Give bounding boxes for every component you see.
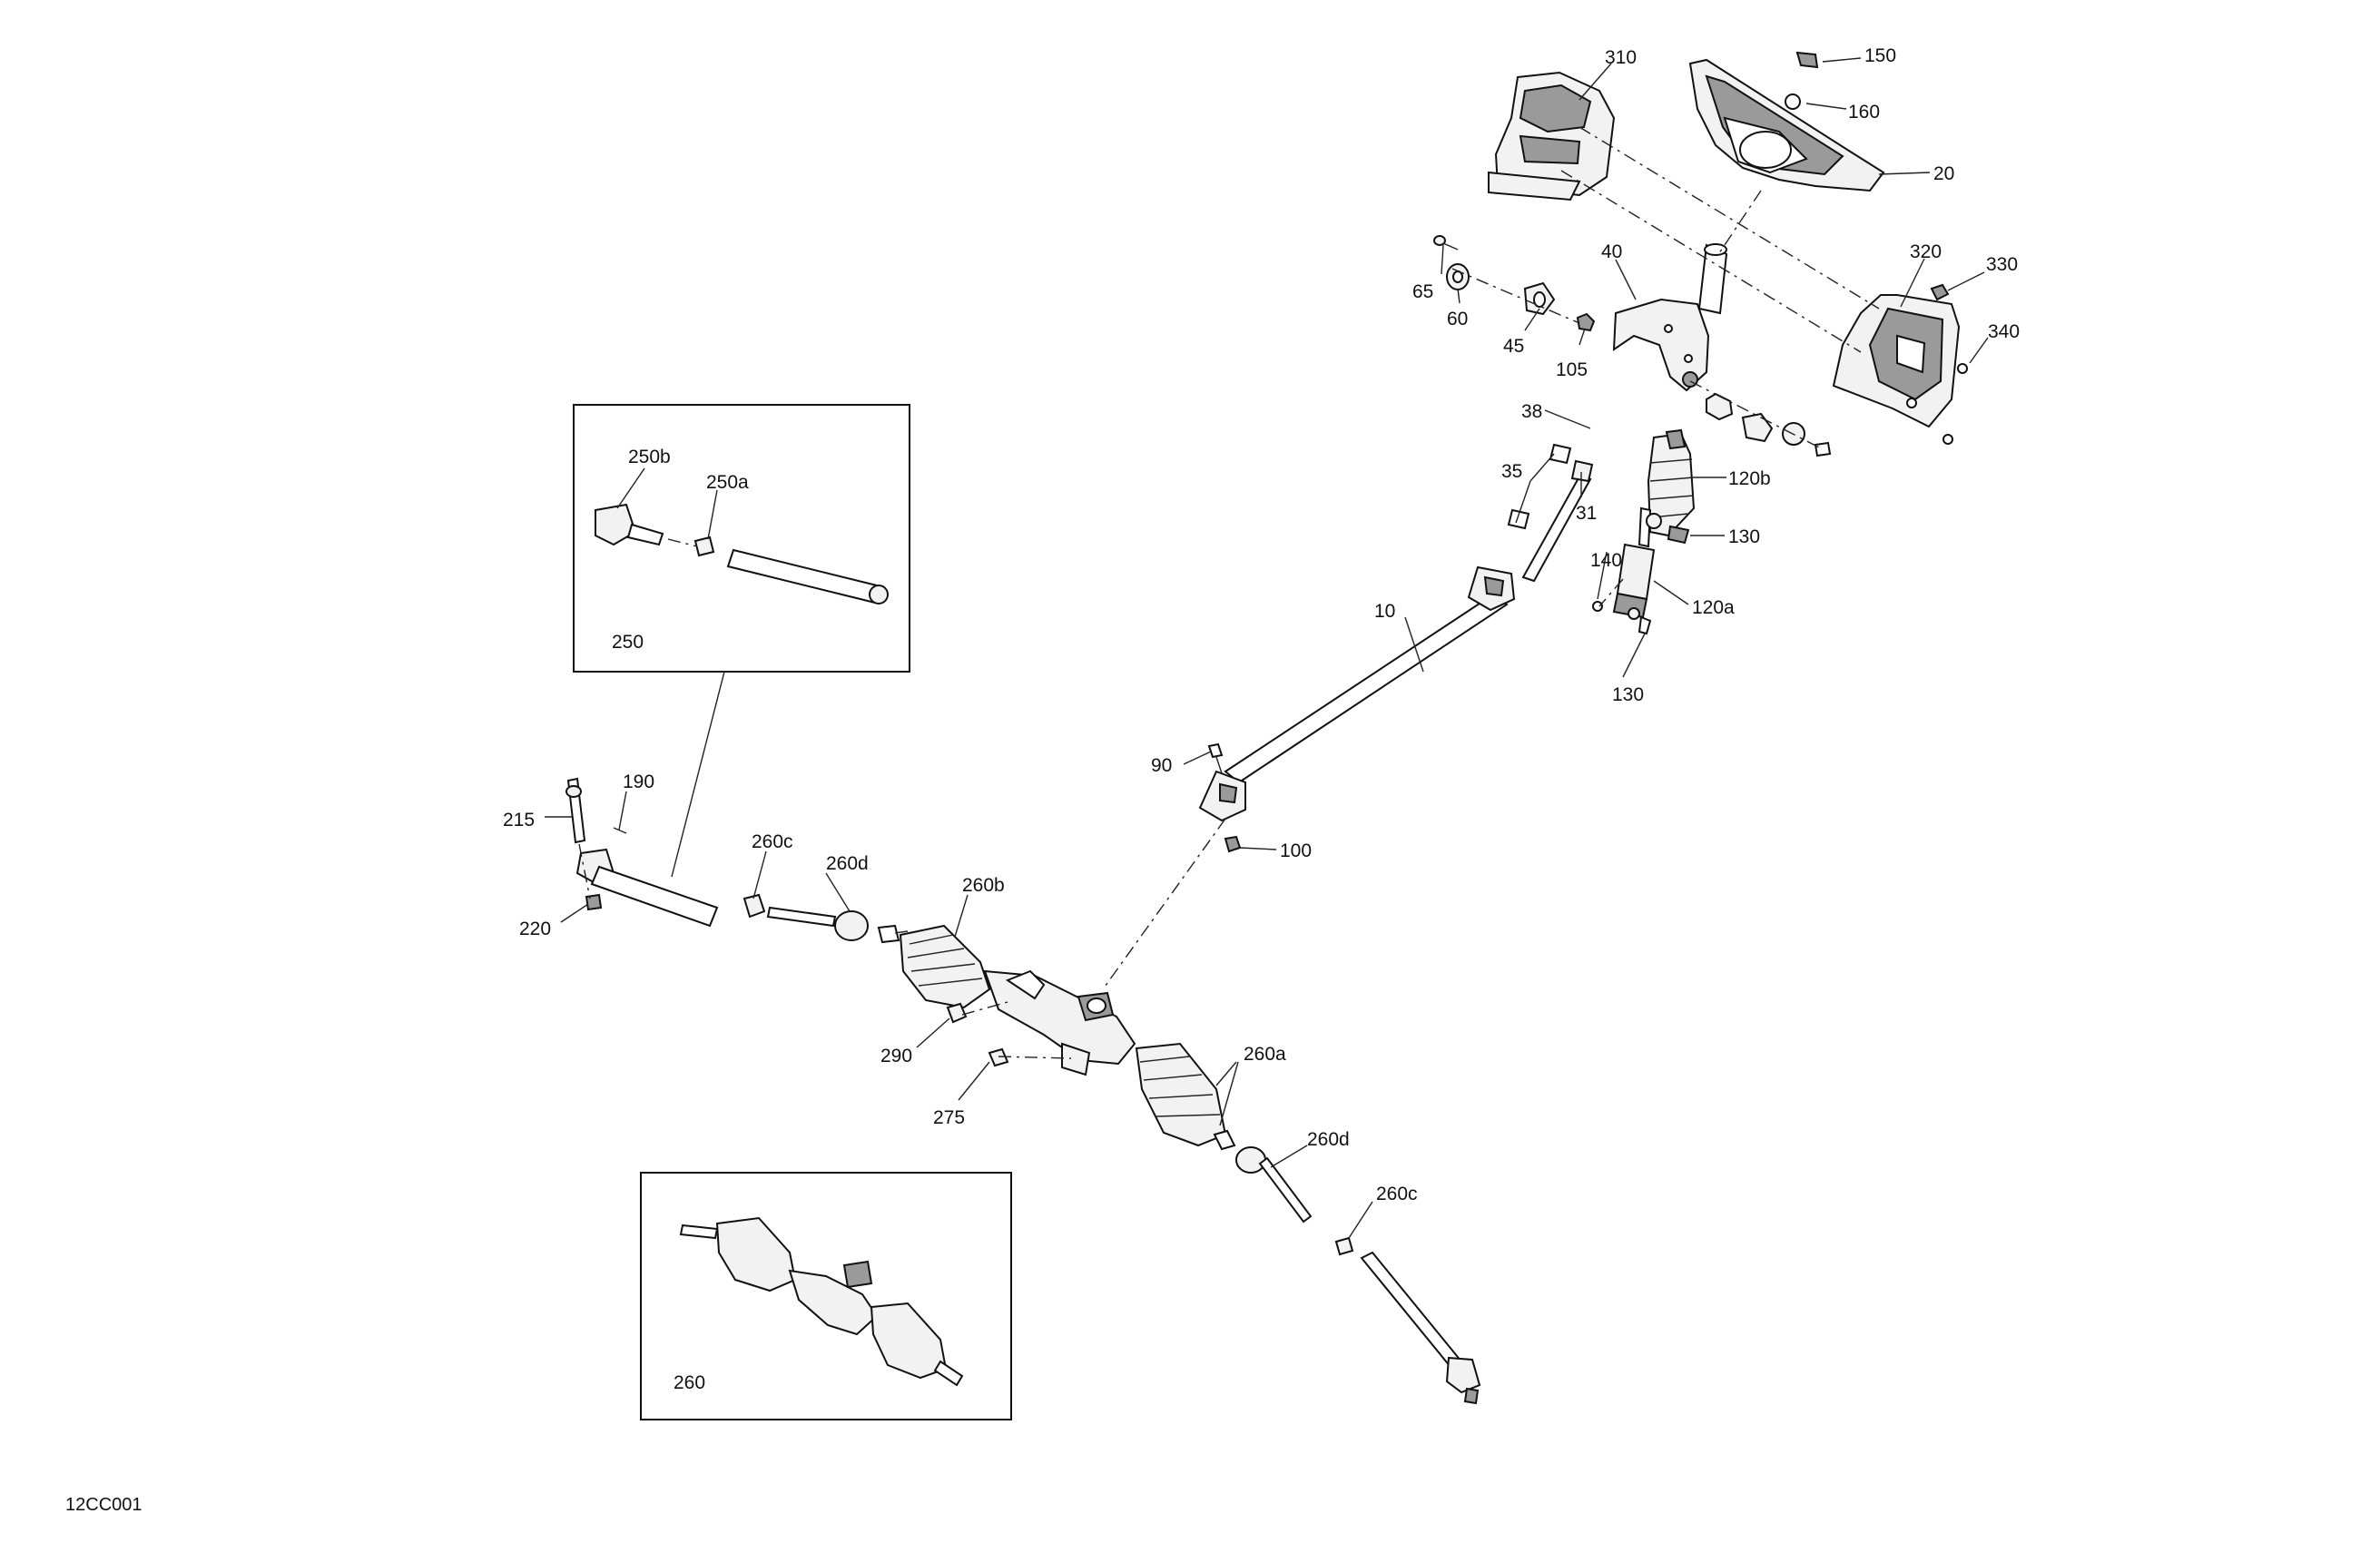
callout-190: 190	[623, 772, 654, 792]
drawing-reference: 12CC001	[65, 1495, 143, 1515]
callout-290: 290	[880, 1046, 912, 1066]
clip-130-lower	[1637, 615, 1652, 635]
column-bracket-40	[1612, 243, 1728, 392]
callout-260d-left: 260d	[826, 853, 869, 874]
callout-260c-right: 260c	[1376, 1184, 1418, 1204]
clip-330	[1930, 283, 1950, 301]
spacer-45	[1523, 281, 1556, 316]
bushings-35	[1507, 443, 1572, 530]
callout-100: 100	[1280, 840, 1312, 861]
left-tie-rod-end	[565, 777, 719, 928]
leader-lines	[545, 57, 1989, 1239]
right-bracket-hardware	[1682, 371, 1832, 457]
inset-box-250	[573, 404, 910, 673]
callout-260d-right: 260d	[1307, 1129, 1350, 1150]
nut-100	[1224, 835, 1242, 853]
upper-shaft-31	[1521, 459, 1594, 583]
callout-90: 90	[1151, 755, 1172, 776]
callout-250b: 250b	[628, 447, 671, 467]
callout-35: 35	[1501, 461, 1522, 482]
callout-65: 65	[1412, 281, 1433, 302]
callout-330: 330	[1986, 254, 2018, 275]
callout-140: 140	[1590, 550, 1622, 571]
callout-260c-left: 260c	[752, 831, 793, 852]
upper-cover-310	[1488, 71, 1616, 201]
assembly-lines	[578, 126, 1880, 1059]
callout-310: 310	[1605, 47, 1637, 68]
callout-340: 340	[1988, 321, 2020, 342]
callout-250: 250	[612, 632, 644, 653]
screws-340	[1906, 363, 1968, 445]
washer-140	[1592, 601, 1603, 612]
left-jam-nut-260c	[743, 893, 766, 919]
callout-260b: 260b	[962, 875, 1005, 896]
boot-120b	[1647, 428, 1696, 537]
intermediate-shaft-10	[1198, 565, 1516, 822]
inset-box-260	[640, 1172, 1012, 1420]
callout-60: 60	[1447, 309, 1468, 329]
callout-120a: 120a	[1692, 597, 1735, 618]
callout-10: 10	[1374, 601, 1395, 622]
callout-40: 40	[1601, 241, 1622, 262]
callout-120b: 120b	[1728, 468, 1771, 489]
steering-rack-260	[899, 924, 1227, 1147]
bolt-290	[946, 1002, 968, 1024]
right-tie-rod-end	[1360, 1251, 1481, 1405]
callout-45: 45	[1503, 336, 1524, 357]
callout-320: 320	[1910, 241, 1942, 262]
bushing-60	[1446, 263, 1470, 290]
cotter-pin-190	[613, 827, 627, 834]
callout-20: 20	[1933, 163, 1954, 184]
callout-105: 105	[1556, 359, 1588, 380]
callout-275: 275	[933, 1107, 965, 1128]
callout-250a: 250a	[706, 472, 749, 493]
steering-wheel	[1688, 58, 1885, 192]
callout-260a: 260a	[1244, 1044, 1286, 1065]
clip-130-upper	[1667, 525, 1690, 545]
horn-button-150	[1795, 51, 1819, 69]
callout-220: 220	[519, 919, 551, 939]
bolt-90	[1207, 742, 1224, 774]
callout-130-upper: 130	[1728, 526, 1760, 547]
callout-31: 31	[1576, 503, 1597, 524]
callout-130-lower: 130	[1612, 684, 1644, 705]
damper-120a	[1612, 506, 1662, 620]
bolt-65	[1433, 235, 1459, 251]
nut-105	[1576, 312, 1596, 332]
callout-160: 160	[1848, 102, 1880, 123]
callout-215: 215	[503, 810, 535, 830]
inset-260-parts	[679, 1216, 964, 1387]
bolt-275	[988, 1047, 1009, 1067]
right-inner-tie-rod-260d	[1213, 1129, 1313, 1224]
callout-38: 38	[1521, 401, 1542, 422]
callout-150: 150	[1864, 45, 1896, 66]
left-inner-tie-rod-260d	[766, 906, 900, 944]
inset-250-parts	[595, 503, 889, 604]
lower-cover-320	[1832, 294, 1961, 428]
callout-260: 260	[674, 1372, 705, 1393]
right-jam-nut-260c	[1334, 1236, 1354, 1256]
